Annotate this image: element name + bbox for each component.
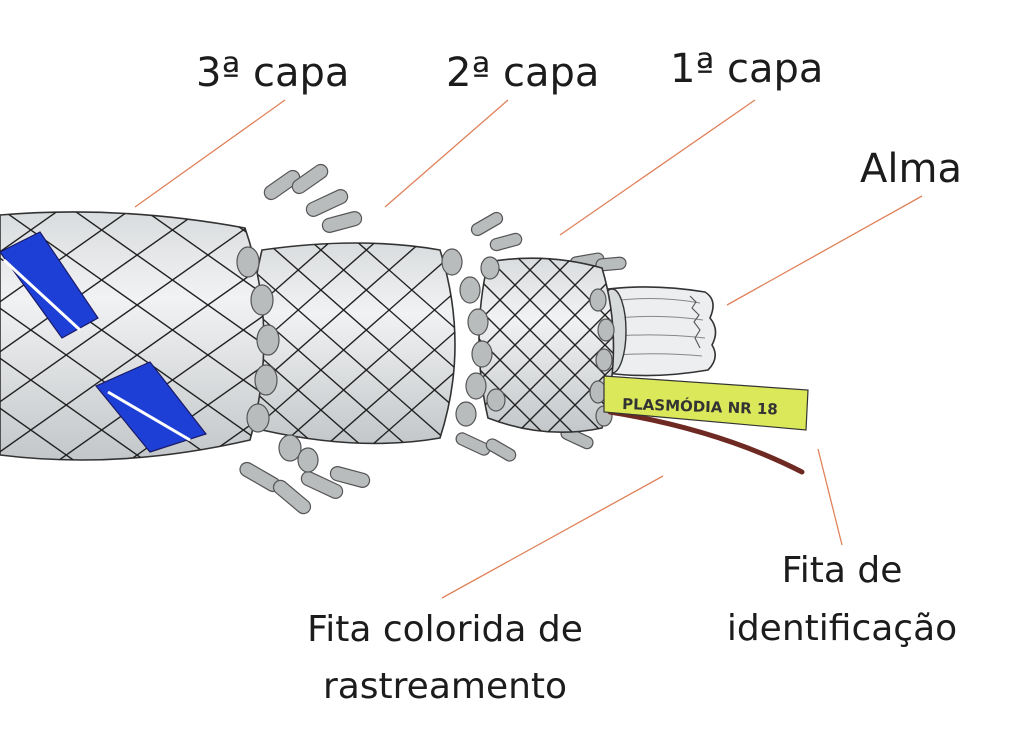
id-tag <box>603 375 809 431</box>
label-layer-1: 1ª capa <box>670 46 823 92</box>
leader-lines <box>134 99 923 599</box>
label-tracking-tape-line2: rastreamento <box>323 666 567 707</box>
strand-end <box>263 163 627 272</box>
label-layer-3: 3ª capa <box>196 50 349 96</box>
label-core: Alma <box>860 146 962 192</box>
strand-end-bottom <box>239 426 594 515</box>
layer-2 <box>250 242 506 445</box>
label-id-tape-line1: Fita de <box>782 550 903 591</box>
layer-3-strand-ends <box>236 246 319 473</box>
layer-1 <box>478 257 615 434</box>
leader-tracking-tape <box>441 475 664 599</box>
tracking-tape <box>0 231 208 453</box>
leader-layer-2 <box>384 99 509 208</box>
layer-2-strand-ends <box>441 248 506 427</box>
core <box>597 286 717 377</box>
leader-layer-3 <box>134 99 286 208</box>
label-id-tape-line2: identificação <box>727 608 957 649</box>
label-tracking-tape-line1: Fita colorida de <box>307 609 583 650</box>
leader-layer-1 <box>559 99 756 236</box>
id-tape: PLASMÓDIA NR 18 <box>603 375 809 475</box>
layer-3 <box>0 211 319 473</box>
labels: 3ª capa 2ª capa 1ª capa Alma Fita colori… <box>196 46 962 707</box>
strand-ends-group <box>239 163 627 515</box>
leader-core <box>726 195 923 306</box>
leader-id-tape <box>817 448 843 546</box>
label-layer-2: 2ª capa <box>446 50 599 96</box>
